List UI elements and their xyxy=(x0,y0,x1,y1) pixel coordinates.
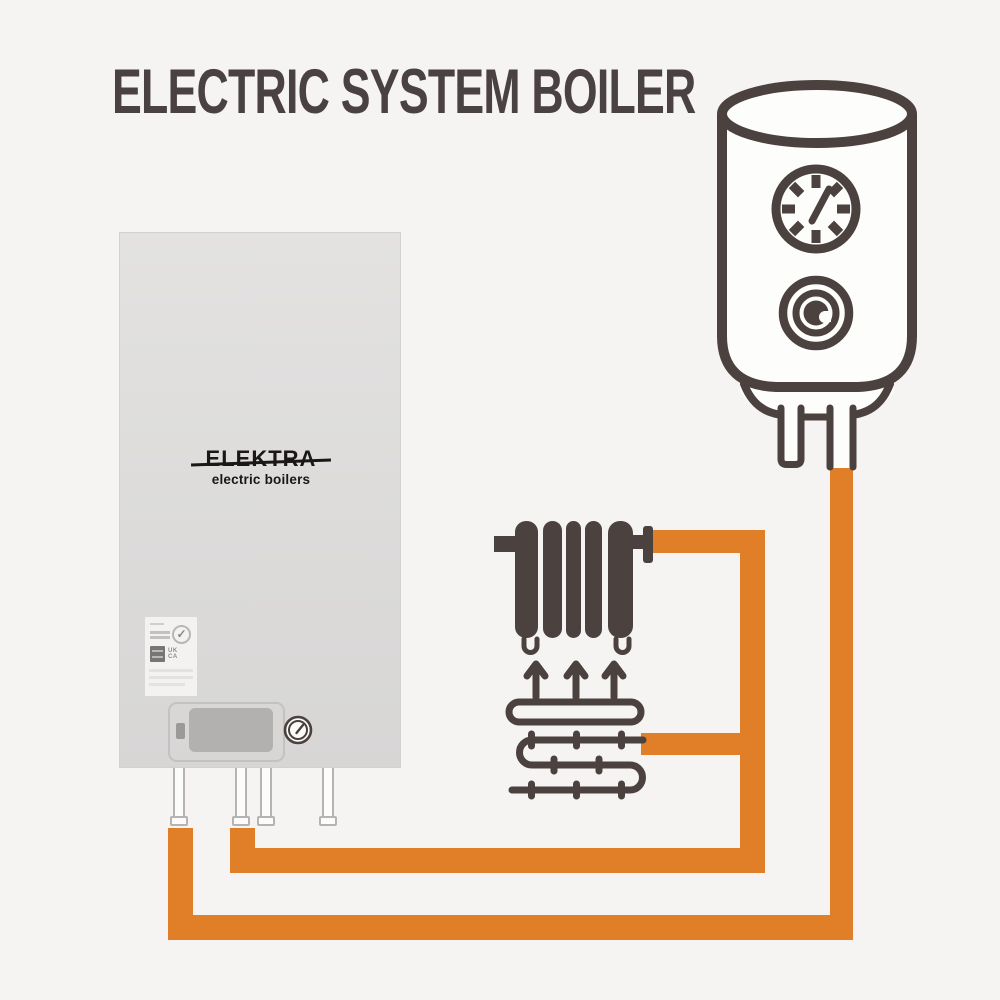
pipe-cylinder-riser xyxy=(830,468,853,940)
underfloor-coil-icon xyxy=(505,698,647,800)
certification-logo xyxy=(150,646,165,662)
hot-water-cylinder-icon xyxy=(717,80,917,471)
temperature-gauge-icon xyxy=(771,164,861,254)
boiler-pipe-2 xyxy=(232,768,250,826)
brand-tagline: electric boilers xyxy=(211,472,311,487)
panel-button[interactable] xyxy=(176,723,185,739)
boiler-pipe-3 xyxy=(257,768,275,826)
checkmark-icon: ✓ xyxy=(172,625,191,644)
pipe-heating-riser xyxy=(740,530,765,873)
pipe-heating-horizontal xyxy=(230,848,765,873)
pipe-bottom-horizontal xyxy=(168,915,853,940)
pressure-gauge-icon xyxy=(283,715,313,745)
ukca-mark: UK CA xyxy=(168,648,178,660)
heating-element-icon xyxy=(778,275,854,351)
certification-label: ✓ UK CA xyxy=(145,617,197,696)
pipe-underfloor-feed xyxy=(641,733,750,755)
display-screen xyxy=(189,708,273,752)
electric-boiler-unit: ELEKTRA electric boilers ✓ UK CA xyxy=(119,232,401,768)
boiler-pipe-1 xyxy=(170,768,188,826)
heat-arrows-icon xyxy=(523,660,627,701)
pipe-radiator-feed xyxy=(651,530,765,553)
brand-logo: ELEKTRA electric boilers xyxy=(190,448,332,487)
boiler-pipe-4 xyxy=(319,768,337,826)
radiator-icon xyxy=(494,521,653,655)
page-title: ELECTRIC SYSTEM BOILER xyxy=(112,57,696,128)
